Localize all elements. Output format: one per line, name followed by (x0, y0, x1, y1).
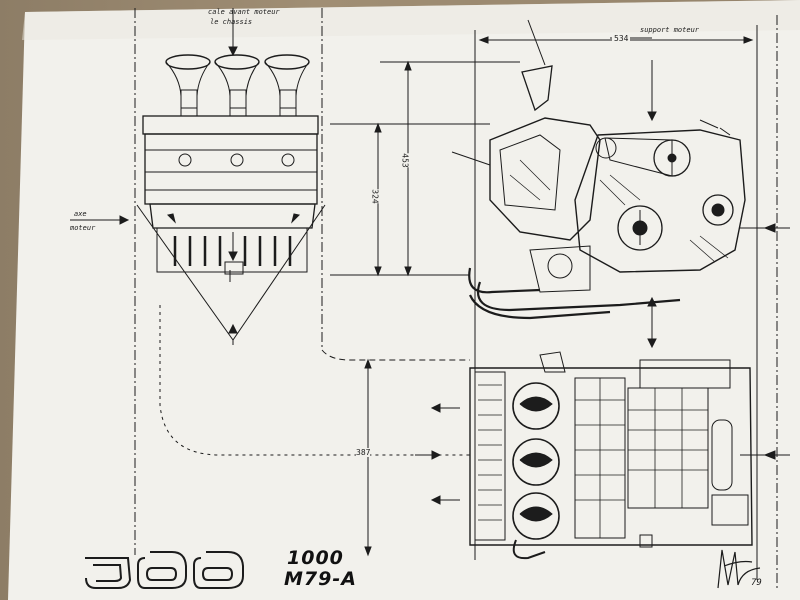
side-view-engine (468, 65, 746, 320)
chassis-note-top: cale avant moteur (208, 8, 280, 16)
front-view-engine (136, 54, 326, 345)
dimension-height-front: 453 (400, 153, 410, 168)
dimension-height-axis: 324 (370, 189, 380, 204)
dimension-length-plan: 387 (356, 448, 371, 457)
jdd-logo (85, 551, 244, 589)
axis-note-2: moteur (70, 224, 96, 232)
designer-signature (717, 549, 761, 589)
dimension-lines (364, 36, 754, 557)
plan-view-engine (469, 351, 753, 560)
side-view-hatching (509, 159, 729, 263)
drawing-year: 79 (751, 578, 762, 588)
force-arrows (110, 8, 776, 505)
support-note: support moteur (640, 26, 700, 34)
paper-shade (22, 0, 800, 40)
model-code: M79-A (284, 568, 357, 590)
dimension-width-top: 534 (612, 34, 631, 43)
paper-sheet (8, 0, 800, 600)
chassis-note: le chassis (210, 18, 253, 26)
axis-note-1: axe (74, 210, 87, 218)
model-number: 1000 (287, 547, 344, 569)
